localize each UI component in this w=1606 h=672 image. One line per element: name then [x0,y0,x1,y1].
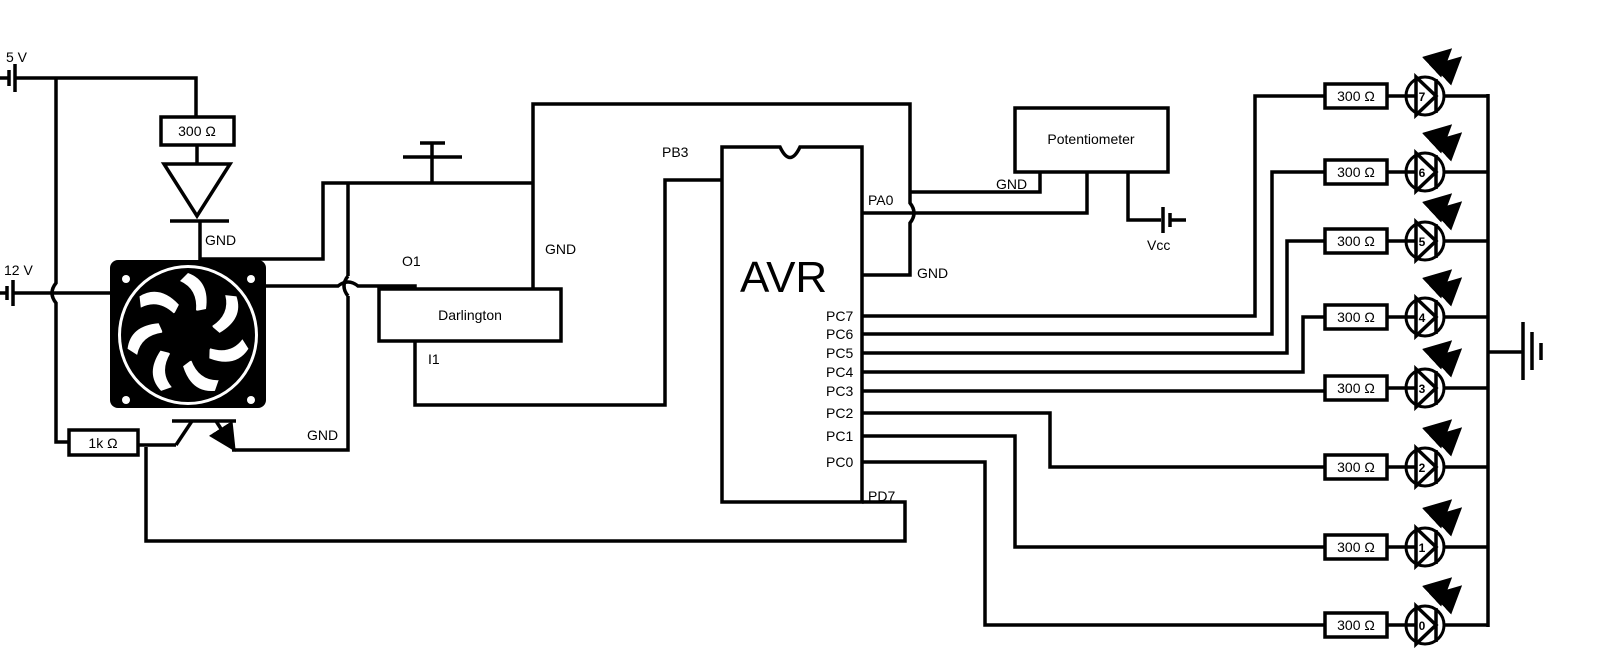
led-icon [1404,577,1463,649]
led-5: 300 Ω 5 [1323,193,1488,265]
pin-pc1: PC1 [826,428,853,444]
led-number: 4 [1419,311,1426,325]
led-0: 300 Ω 0 [1323,577,1488,649]
led-2: 300 Ω 2 [1323,419,1488,491]
led-7: 300 Ω 7 [1323,48,1488,120]
resistor-label: 300 Ω [1337,309,1375,325]
resistor-label: 300 Ω [1337,380,1375,396]
wire-pa0 [862,172,1089,215]
wire-pb3 [413,178,722,407]
wire-pc6 [862,170,1325,336]
resistor-label: 300 Ω [1337,88,1375,104]
pin-pc6: PC6 [826,326,853,342]
gnd-label: GND [545,241,576,257]
pin-pc2: PC2 [826,405,853,421]
resistor-label: 300 Ω [178,123,216,139]
wire-hop [342,274,350,298]
diode-icon [160,162,234,223]
ground-icon [1488,322,1543,380]
led-icon [1404,340,1463,412]
led-4: 300 Ω 4 [1323,269,1488,341]
resistor-label: 300 Ω [1337,164,1375,180]
pin-pc3: PC3 [826,383,853,399]
wire-fan-o1 [266,280,417,289]
label-vcc: Vcc [1147,237,1170,253]
resistor-label: 300 Ω [1337,617,1375,633]
pin-pb3: PB3 [662,144,689,160]
led-number: 2 [1419,461,1426,475]
gnd-label: GND [205,232,236,248]
pin-pc7: PC7 [826,308,853,324]
resistor-label: 300 Ω [1337,539,1375,555]
pin-pc0: PC0 [826,454,853,470]
led-icon [1404,193,1463,265]
avr-chip [720,145,864,504]
transistor-icon [138,419,236,452]
led-3: 300 Ω 3 [1323,340,1488,412]
led-icon [1404,124,1463,196]
resistor-label: 300 Ω [1337,233,1375,249]
pin-pc4: PC4 [826,364,853,380]
wire-pc7 [862,94,1325,318]
gnd-label: GND [307,427,338,443]
wire-pc1 [862,434,1325,549]
led-icon [1404,499,1463,571]
potentiometer-label: Potentiometer [1047,131,1134,147]
gnd-label: GND [996,176,1027,192]
o1-label: O1 [402,253,421,269]
label-5v: 5 V [6,49,28,65]
wire-pc2 [862,411,1325,469]
resistor-1k [67,428,140,457]
led-number: 3 [1419,382,1426,396]
gnd-label: GND [917,265,948,281]
pin-pc5: PC5 [826,345,853,361]
led-6: 300 Ω 6 [1323,124,1488,196]
led-number: 1 [1419,541,1426,555]
resistor-label: 300 Ω [1337,459,1375,475]
label-12v: 12 V [4,262,33,278]
wire-pc4 [862,315,1325,374]
wire-pd7 [144,447,907,543]
led-number: 7 [1419,90,1426,104]
pin-pa0: PA0 [868,192,894,208]
wire-pot-gnd [910,172,1042,194]
battery-icon-5v [0,64,17,92]
led-number: 6 [1419,166,1426,180]
wire-pc5 [862,239,1325,355]
darlington-label: Darlington [438,307,502,323]
potentiometer-box [1013,106,1170,174]
wire-5v-down [50,78,68,444]
wire-vcc [1126,172,1161,222]
i1-label: I1 [428,351,440,367]
led-icon [1404,419,1463,491]
wire-gnd [198,181,533,261]
battery-icon-vcc [1161,207,1186,233]
wire-pc0 [862,460,1325,627]
wire-5v [15,76,198,116]
darlington-box [377,287,563,343]
led-icon [1404,269,1463,341]
wire-gnd-fan [232,183,350,452]
resistor-label: 1k Ω [88,435,117,451]
avr-label: AVR [740,253,827,302]
fan-icon [110,260,266,408]
pin-pd7: PD7 [868,488,895,504]
led-1: 300 Ω 1 [1323,499,1488,571]
push-button-icon [403,141,462,183]
led-number: 5 [1419,235,1426,249]
led-icon [1404,48,1463,120]
led-number: 0 [1419,619,1426,633]
battery-icon-12v [0,280,15,306]
